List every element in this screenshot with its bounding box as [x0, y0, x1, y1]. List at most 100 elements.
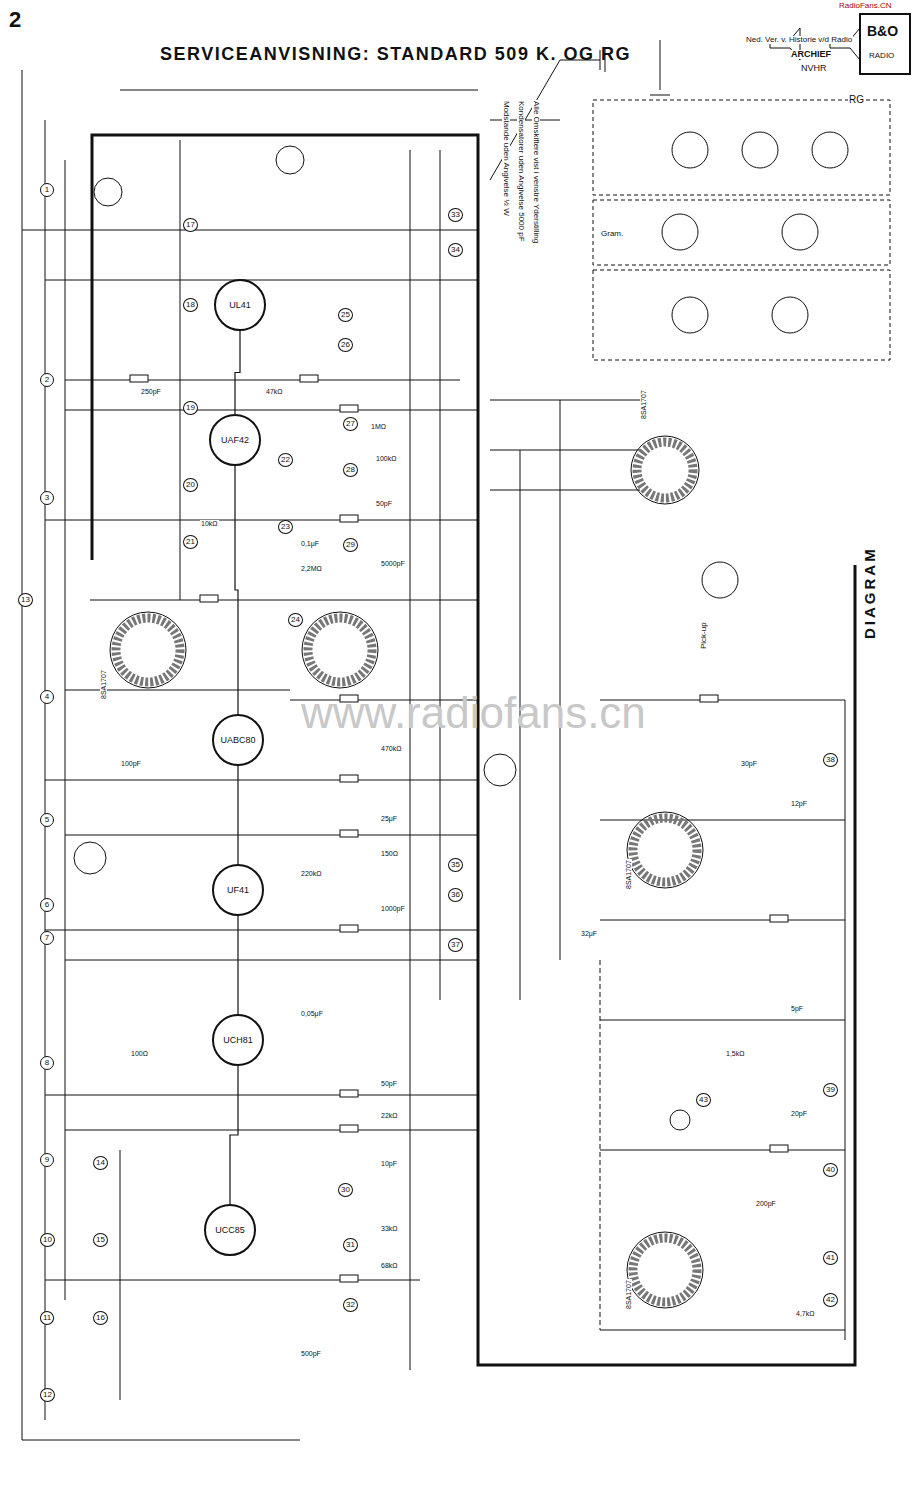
component-value: 5000pF: [380, 560, 406, 567]
connector-label: Gram.: [600, 230, 624, 238]
component-value: 32μF: [580, 930, 598, 937]
component-value: 5pF: [790, 1005, 804, 1012]
watermark: RadioFans.CN: [838, 2, 892, 10]
switch-label: 8SA1707: [625, 859, 632, 890]
callout-number: 8: [40, 1056, 54, 1070]
callout-number: 5: [40, 813, 54, 827]
callout-number: 24: [288, 613, 303, 627]
page-number: 2: [8, 8, 22, 31]
component-value: 100kΩ: [375, 455, 397, 462]
tube-symbol: UCH81: [212, 1014, 264, 1066]
component-value: 50pF: [375, 500, 393, 507]
component-value: 30pF: [740, 760, 758, 767]
logo-text: RADIO: [868, 52, 895, 60]
component-value: 220kΩ: [300, 870, 322, 877]
note: Alle Omskiftere vist i venstre Yderstill…: [532, 100, 540, 244]
tube-label: UL41: [229, 300, 251, 310]
component-value: 2,2MΩ: [300, 565, 323, 572]
callout-number: 15: [93, 1233, 108, 1247]
callout-number: 25: [338, 308, 353, 322]
component-value: 20pF: [790, 1110, 808, 1117]
component-value: 22kΩ: [380, 1112, 399, 1119]
component-value: 12pF: [790, 800, 808, 807]
callout-number: 26: [338, 338, 353, 352]
component-value: 1MΩ: [370, 423, 387, 430]
tube-symbol: UCC85: [204, 1204, 256, 1256]
callout-number: 31: [343, 1238, 358, 1252]
callout-number: 2: [40, 373, 54, 387]
component-value: 33kΩ: [380, 1225, 399, 1232]
callout-number: 38: [823, 753, 838, 767]
diagram-heading: DIAGRAM: [862, 545, 878, 640]
logo-text: B&O: [866, 24, 899, 39]
callout-number: 10: [40, 1233, 55, 1247]
callout-number: 32: [343, 1298, 358, 1312]
component-value: 150Ω: [380, 850, 399, 857]
callout-number: 3: [40, 491, 54, 505]
archive-stamp: NVHR: [800, 64, 828, 73]
callout-number: 36: [448, 888, 463, 902]
component-value: 4,7kΩ: [795, 1310, 815, 1317]
component-value: 1000pF: [380, 905, 406, 912]
callout-number: 30: [338, 1183, 353, 1197]
callout-number: 6: [40, 898, 54, 912]
component-value: 250pF: [140, 388, 162, 395]
callout-number: 21: [183, 535, 198, 549]
component-value: 0,1μF: [300, 540, 320, 547]
tube-label: UABC80: [220, 735, 255, 745]
switch-label: 8SA1707: [640, 389, 647, 420]
component-value: 100Ω: [130, 1050, 149, 1057]
callout-number: 40: [823, 1163, 838, 1177]
callout-number: 20: [183, 478, 198, 492]
callout-number: 37: [448, 938, 463, 952]
variant-label: RG: [848, 95, 865, 106]
tube-label: UAF42: [221, 435, 249, 445]
callout-number: 23: [278, 520, 293, 534]
callout-number: 1: [40, 183, 54, 197]
switch-label: 8SA1707: [100, 669, 107, 700]
callout-number: 7: [40, 931, 54, 945]
watermark: www.radiofans.cn: [300, 690, 647, 736]
tube-symbol: UF41: [212, 864, 264, 916]
callout-number: 19: [183, 401, 198, 415]
switch-label: 8SA1707: [625, 1279, 632, 1310]
tube-label: UCC85: [215, 1225, 245, 1235]
callout-number: 35: [448, 858, 463, 872]
callout-number: 33: [448, 208, 463, 222]
tube-symbol: UAF42: [209, 414, 261, 466]
component-value: 0,05μF: [300, 1010, 324, 1017]
callout-number: 28: [343, 463, 358, 477]
archive-stamp: ARCHIEF: [790, 50, 832, 59]
signal-wire: [235, 331, 240, 414]
archive-stamp: Ned. Ver. v. Historie v/d Radio: [745, 36, 853, 44]
callout-number: 42: [823, 1293, 838, 1307]
callout-number: 41: [823, 1251, 838, 1265]
component-value: 10pF: [380, 1160, 398, 1167]
callout-number: 16: [93, 1311, 108, 1325]
component-value: 500pF: [300, 1350, 322, 1357]
callout-number: 4: [40, 690, 54, 704]
component-value: 100pF: [120, 760, 142, 767]
callout-number: 13: [18, 593, 33, 607]
component-value: 1,5kΩ: [725, 1050, 745, 1057]
component-value: 50pF: [380, 1080, 398, 1087]
note: Modstande uden Angivelse ½ W: [502, 100, 510, 217]
callout-number: 43: [696, 1093, 711, 1107]
tube-label: UF41: [227, 885, 249, 895]
callout-number: 9: [40, 1153, 54, 1167]
component-value: 200pF: [755, 1200, 777, 1207]
callout-number: 27: [343, 417, 358, 431]
callout-number: 12: [40, 1388, 55, 1402]
tube-symbol: UL41: [214, 279, 266, 331]
note: Kondensatorer uden Angivelse 5000 pF: [517, 100, 525, 243]
signal-wire: [230, 1066, 238, 1204]
signal-wire: [237, 916, 238, 1014]
signal-wire: [235, 466, 238, 714]
callout-number: 34: [448, 243, 463, 257]
callout-number: 14: [93, 1156, 108, 1170]
component-value: 47kΩ: [265, 388, 284, 395]
tube-symbol: UABC80: [212, 714, 264, 766]
callout-number: 11: [40, 1311, 54, 1325]
